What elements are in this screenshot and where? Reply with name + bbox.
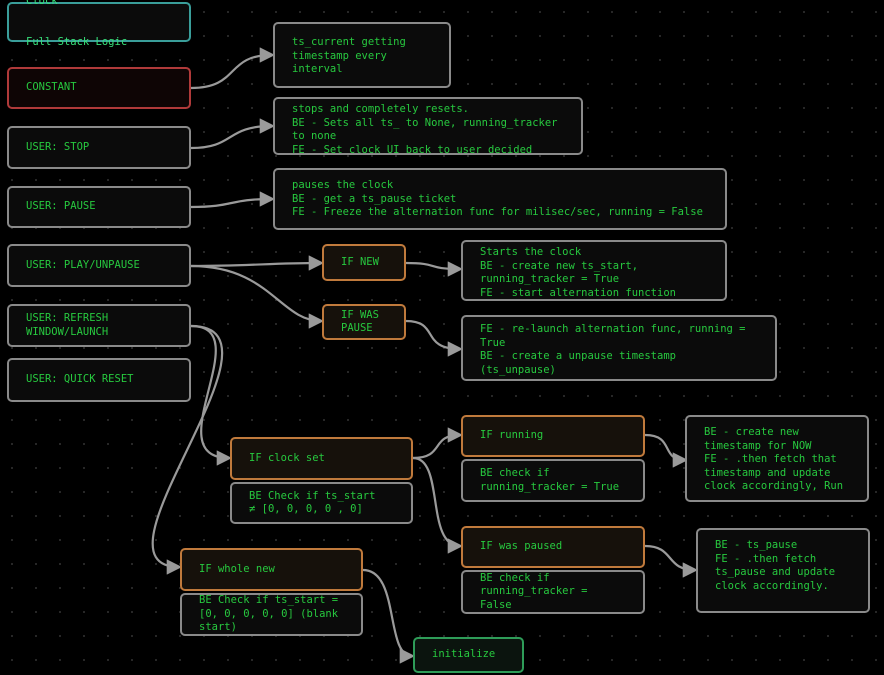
edge-if-clock-set-to-if-running	[412, 427, 464, 460]
user-pause-node[interactable]: USER: PAUSE	[7, 186, 191, 228]
pause-desc-node[interactable]: pauses the clock BE - get a ts_pause tic…	[273, 168, 727, 230]
edge-stop-to-desc	[190, 118, 276, 150]
if-new-desc-node[interactable]: Starts the clock BE - create new ts_star…	[461, 240, 727, 301]
edge-if-new-to-desc	[405, 261, 464, 277]
edge-pause-to-desc	[190, 191, 276, 209]
constant-node[interactable]: CONSTANT	[7, 67, 191, 109]
initialize-node[interactable]: initialize	[413, 637, 524, 673]
if-new-desc-text: Starts the clock BE - create new ts_star…	[480, 246, 676, 299]
title-line-2: Full Stack Logic	[26, 35, 128, 48]
edge-if-whole-new-to-initialize	[362, 568, 416, 664]
if-running-check-text: BE check if running_tracker = True	[480, 467, 620, 493]
user-pause-label: USER: PAUSE	[26, 200, 96, 213]
if-was-paused-check-node[interactable]: BE check if running_tracker = False	[461, 570, 645, 614]
title-line-1: Clock	[26, 0, 58, 7]
constant-label: CONSTANT	[26, 81, 77, 94]
initialize-label: initialize	[432, 648, 496, 661]
title-text: Clock Full Stack Logic	[26, 0, 127, 76]
stop-desc-node[interactable]: stops and completely resets. BE - Sets a…	[273, 97, 583, 156]
edge-if-was-paused-to-desc	[644, 544, 699, 578]
if-was-pause-desc-node[interactable]: FE - re-launch alternation func, running…	[461, 315, 777, 381]
if-running-node[interactable]: IF running	[461, 415, 645, 457]
user-play-label: USER: PLAY/UNPAUSE	[26, 258, 140, 271]
if-whole-new-node[interactable]: IF whole new	[180, 548, 363, 591]
pause-desc-text: pauses the clock BE - get a ts_pause tic…	[292, 179, 703, 218]
if-was-paused-label: IF was paused	[480, 540, 563, 553]
if-was-pause-desc-text: FE - re-launch alternation func, running…	[480, 323, 746, 376]
if-clock-set-label: IF clock set	[249, 451, 325, 464]
user-refresh-label: USER: REFRESH WINDOW/LAUNCH	[26, 312, 109, 338]
user-quick-reset-label: USER: QUICK RESET	[26, 373, 134, 386]
edge-constant-to-desc	[190, 47, 276, 90]
if-running-label: IF running	[480, 429, 544, 442]
if-new-node[interactable]: IF NEW	[322, 244, 406, 281]
if-was-paused-check-text: BE check if running_tracker = False	[480, 571, 588, 611]
edge-if-running-to-desc	[644, 433, 689, 468]
if-clock-set-node[interactable]: IF clock set	[230, 437, 413, 480]
edge-if-clock-set-to-if-was-paused	[412, 456, 464, 554]
if-running-desc-text: BE - create new timestamp for NOW FE - .…	[704, 426, 844, 492]
edge-play-to-if-was-pause	[190, 264, 325, 329]
if-whole-new-check-node[interactable]: BE Check if ts_start = [0, 0, 0, 0, 0] (…	[180, 593, 363, 636]
user-stop-label: USER: STOP	[26, 140, 90, 153]
if-clock-set-check-text: BE Check if ts_start ≠ [0, 0, 0, 0 , 0]	[249, 489, 376, 516]
if-was-pause-label: IF WAS PAUSE	[341, 308, 379, 335]
if-was-paused-desc-text: BE - ts_pause FE - .then fetch ts_pause …	[715, 539, 836, 592]
if-running-desc-node[interactable]: BE - create new timestamp for NOW FE - .…	[685, 415, 869, 502]
stop-desc-text: stops and completely resets. BE - Sets a…	[292, 103, 558, 156]
if-new-label: IF NEW	[341, 255, 379, 268]
user-play-node[interactable]: USER: PLAY/UNPAUSE	[7, 244, 191, 287]
if-whole-new-check-text: BE Check if ts_start = [0, 0, 0, 0, 0] (…	[199, 594, 339, 634]
constant-desc-node[interactable]: ts_current getting timestamp every inter…	[273, 22, 451, 88]
user-refresh-node[interactable]: USER: REFRESH WINDOW/LAUNCH	[7, 304, 191, 347]
edge-if-was-pause-to-desc	[405, 319, 464, 357]
title-node[interactable]: Clock Full Stack Logic	[7, 0, 191, 48]
user-stop-node[interactable]: USER: STOP	[7, 126, 191, 169]
constant-desc-text: ts_current getting timestamp every inter…	[292, 36, 406, 75]
if-running-check-node[interactable]: BE check if running_tracker = True	[461, 459, 645, 502]
if-was-paused-desc-node[interactable]: BE - ts_pause FE - .then fetch ts_pause …	[696, 528, 870, 613]
user-quick-reset-node[interactable]: USER: QUICK RESET	[7, 358, 191, 402]
edge-play-to-if-new	[190, 255, 325, 271]
if-was-paused-node[interactable]: IF was paused	[461, 526, 645, 568]
edge-refresh-to-if-clock-set	[190, 324, 233, 466]
if-whole-new-label: IF whole new	[199, 562, 275, 575]
if-clock-set-check-node[interactable]: BE Check if ts_start ≠ [0, 0, 0, 0 , 0]	[230, 482, 413, 524]
if-was-pause-node[interactable]: IF WAS PAUSE	[322, 304, 406, 340]
